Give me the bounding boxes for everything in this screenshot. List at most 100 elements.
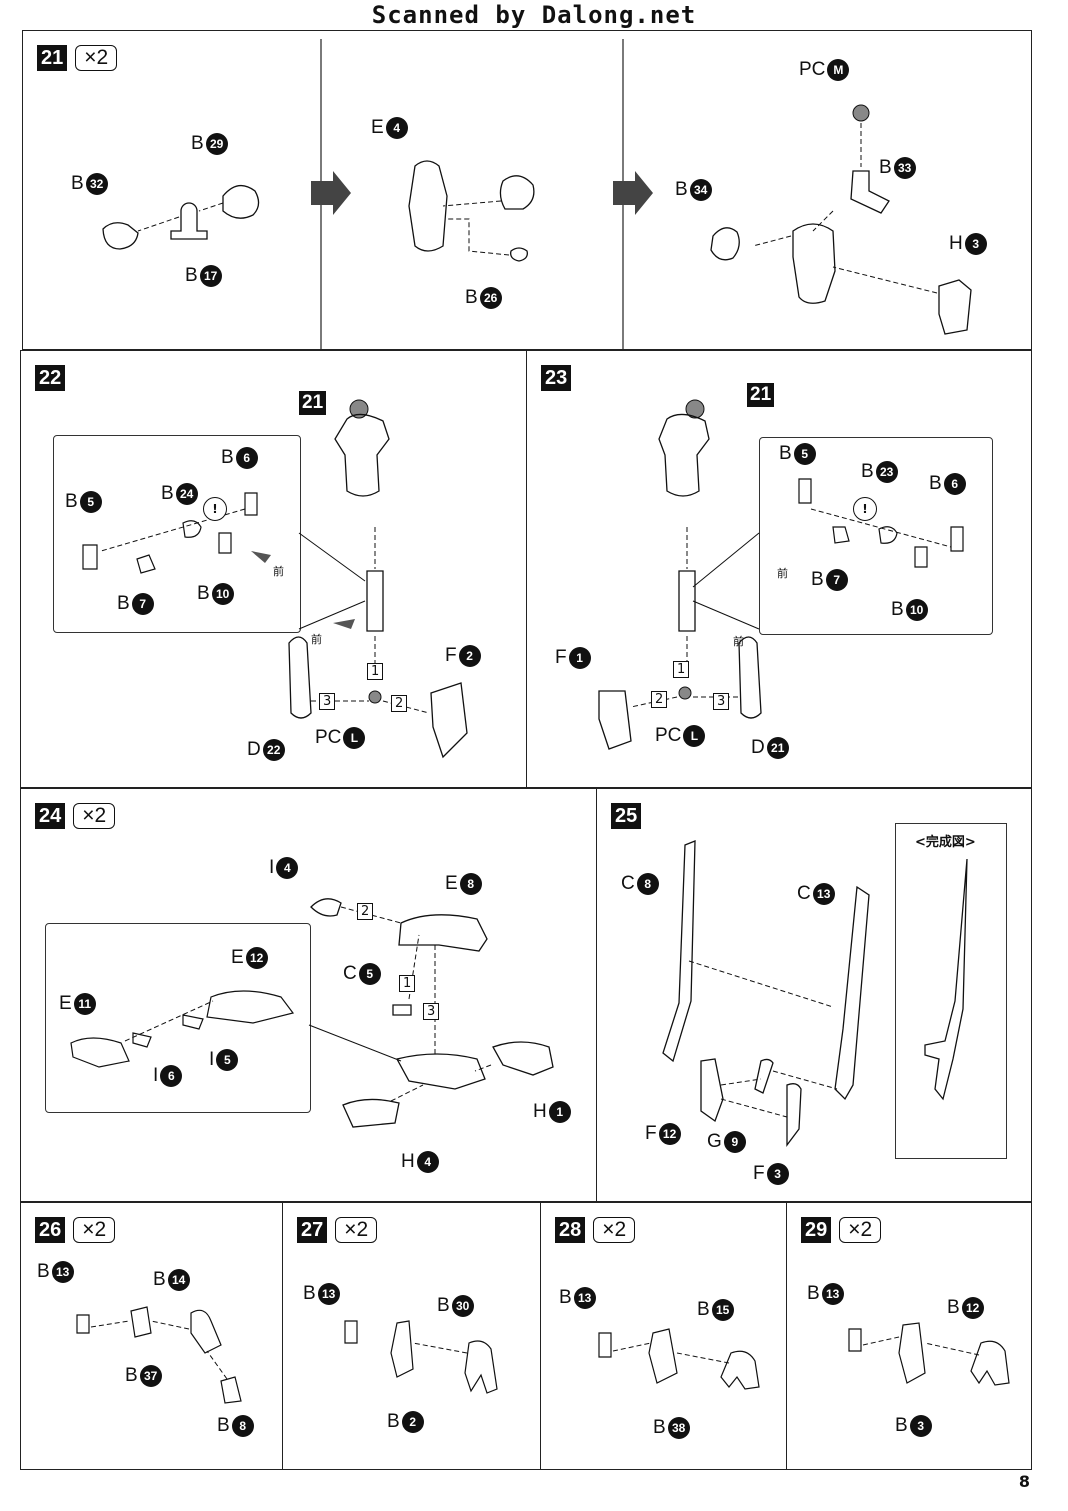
step-28-header: 28 ×2 xyxy=(555,1217,636,1243)
caution-icon: ! xyxy=(203,497,227,521)
step-27-illustration xyxy=(344,1320,498,1394)
step-28-illustration xyxy=(598,1328,760,1390)
step-25-illustration xyxy=(662,840,968,1147)
order-mark: 1 xyxy=(367,663,384,680)
completed-view-inset xyxy=(895,823,1007,1159)
step-number: 29 xyxy=(801,1217,832,1243)
page-number: 8 xyxy=(1018,1472,1030,1491)
step-number: 26 xyxy=(35,1217,66,1243)
step-number: 22 xyxy=(35,365,66,391)
step-22-header: 22 xyxy=(35,365,66,391)
step-reference-badge: 21 xyxy=(747,383,775,407)
multiplier-badge: ×2 xyxy=(73,1217,116,1243)
step-number: 24 xyxy=(35,803,66,829)
step-number: 28 xyxy=(555,1217,586,1243)
detail-inset xyxy=(759,437,993,635)
front-marker: 前 xyxy=(777,567,788,580)
step-23-header: 23 xyxy=(541,365,572,391)
order-mark: 1 xyxy=(673,661,690,678)
multiplier-badge: ×2 xyxy=(335,1217,378,1243)
order-mark: 3 xyxy=(713,693,730,710)
step-21-header: 21 ×2 xyxy=(37,45,118,71)
step-21-illustration xyxy=(102,39,972,349)
multiplier-badge: ×2 xyxy=(73,803,116,829)
front-marker: 前 xyxy=(311,633,322,646)
step-24-header: 24 ×2 xyxy=(35,803,116,829)
order-mark: 2 xyxy=(357,903,374,920)
step-number: 27 xyxy=(297,1217,328,1243)
step-27-header: 27 ×2 xyxy=(297,1217,378,1243)
multiplier-badge: ×2 xyxy=(593,1217,636,1243)
step-number: 23 xyxy=(541,365,572,391)
caution-icon: ! xyxy=(853,497,877,521)
multiplier-badge: ×2 xyxy=(839,1217,882,1243)
step-29-header: 29 ×2 xyxy=(801,1217,882,1243)
step-26-header: 26 ×2 xyxy=(35,1217,116,1243)
step-25-header: 25 xyxy=(611,803,642,829)
multiplier-badge: ×2 xyxy=(75,45,118,71)
step-23-illustration xyxy=(598,399,964,750)
order-mark: 2 xyxy=(391,695,408,712)
step-26-illustration xyxy=(76,1306,242,1404)
step-number: 25 xyxy=(611,803,642,829)
order-mark: 3 xyxy=(423,1003,440,1020)
detail-inset xyxy=(45,923,311,1113)
order-mark: 2 xyxy=(651,691,668,708)
scan-banner: Scanned by Dalong.net xyxy=(371,1,697,29)
step-29-illustration xyxy=(848,1322,1010,1386)
step-reference-badge: 21 xyxy=(299,391,327,415)
